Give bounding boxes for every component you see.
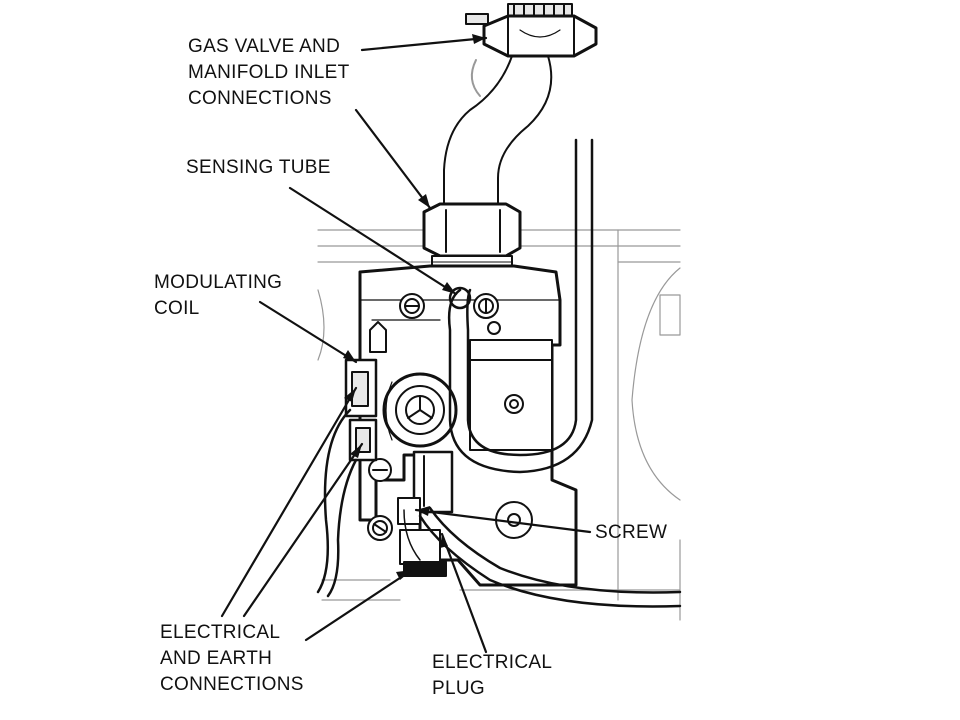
label-line: ELECTRICAL	[160, 622, 281, 643]
label-line: AND EARTH	[160, 648, 273, 669]
sensing-tube-drawing	[447, 138, 594, 474]
label-line: PLUG	[432, 678, 485, 699]
label-electrical-earth-connections: ELECTRICAL AND EARTH CONNECTIONS	[160, 620, 304, 698]
leader-lines	[220, 36, 592, 654]
label-line: GAS VALVE AND	[188, 36, 341, 57]
label-line: SENSING TUBE	[186, 157, 331, 178]
label-gas-valve-manifold-inlet: GAS VALVE AND MANIFOLD INLET CONNECTIONS	[188, 34, 350, 112]
arrowheads	[343, 34, 486, 580]
label-line: COIL	[154, 298, 200, 319]
label-line: MANIFOLD INLET	[188, 62, 350, 83]
boiler-casing	[317, 229, 681, 621]
earth-wires	[316, 408, 358, 598]
label-screw: SCREW	[595, 520, 667, 546]
label-line: MODULATING	[154, 272, 283, 293]
label-sensing-tube: SENSING TUBE	[186, 155, 331, 181]
inlet-pipe	[443, 3, 598, 206]
label-electrical-plug: ELECTRICAL PLUG	[432, 650, 552, 702]
body-screws	[367, 293, 533, 541]
label-line: CONNECTIONS	[188, 88, 332, 109]
regulator-knob	[382, 372, 458, 448]
label-line: ELECTRICAL	[432, 652, 553, 673]
label-line: SCREW	[595, 522, 668, 543]
plug-cable	[403, 506, 682, 608]
label-modulating-coil: MODULATING COIL	[154, 270, 282, 322]
coil-connector	[344, 358, 378, 462]
label-line: CONNECTIONS	[160, 674, 304, 695]
